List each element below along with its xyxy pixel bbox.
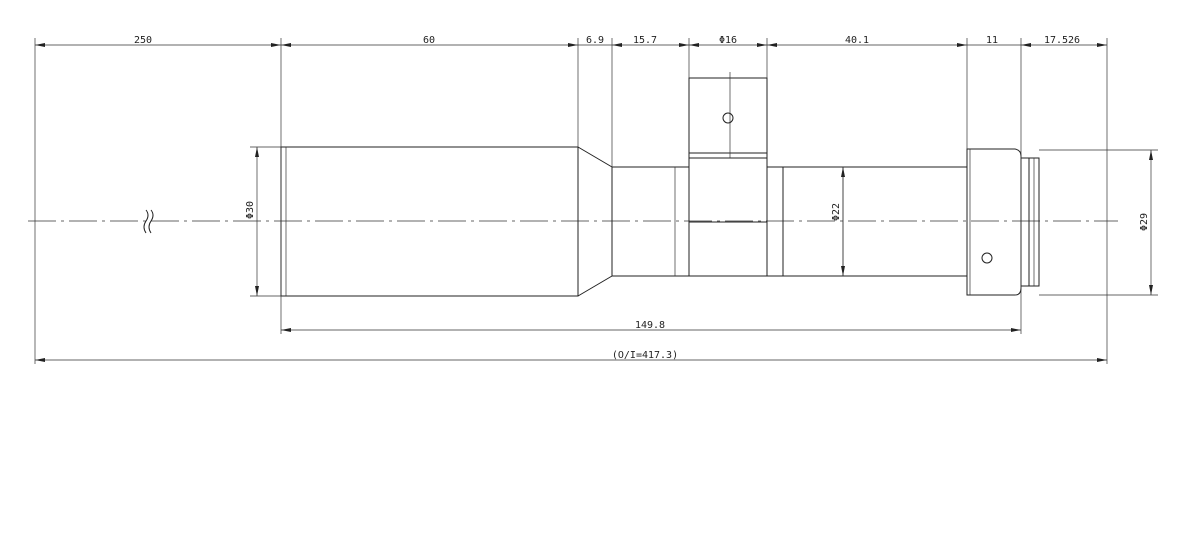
mid-tube [611,166,690,277]
dim-taper: 6.9 [586,35,604,46]
body-tube [766,166,784,277]
dim-focus-ring: 11 [986,35,998,46]
top-dimension-chain [35,43,1107,47]
dim-mid-tube: 15.7 [633,35,657,46]
lens-body [280,72,1040,297]
front-tube [280,146,579,297]
dim-working-distance: 250 [134,35,152,46]
dim-body-dia: Φ22 [831,203,842,221]
mount-flange [1020,157,1030,287]
dim-mount-dia: Φ29 [1139,213,1150,231]
dim-front-dia: Φ30 [245,201,256,219]
screw-icon [981,252,993,264]
dim-side-port-dia: Φ16 [719,35,737,46]
front-diameter-dimension [255,147,259,296]
extension-lines [34,38,1158,364]
dim-rear-tube: 40.1 [845,35,869,46]
body-diameter-dimension [841,167,845,276]
side-port-housing [688,77,768,277]
dim-front-tube: 60 [423,35,435,46]
total-length-dimension [35,358,1107,362]
body-length-dimension [281,328,1021,332]
screw-icon [722,112,734,124]
taper-section [577,146,613,297]
rear-tube [782,166,968,277]
dim-body-length: 149.8 [635,320,665,331]
dim-flange: 17.526 [1044,35,1080,46]
focus-ring [966,148,1022,296]
mount-diameter-dimension [1149,150,1153,295]
break-mark-icon [143,209,154,234]
dim-total-length: (O/I=417.3) [612,350,678,361]
